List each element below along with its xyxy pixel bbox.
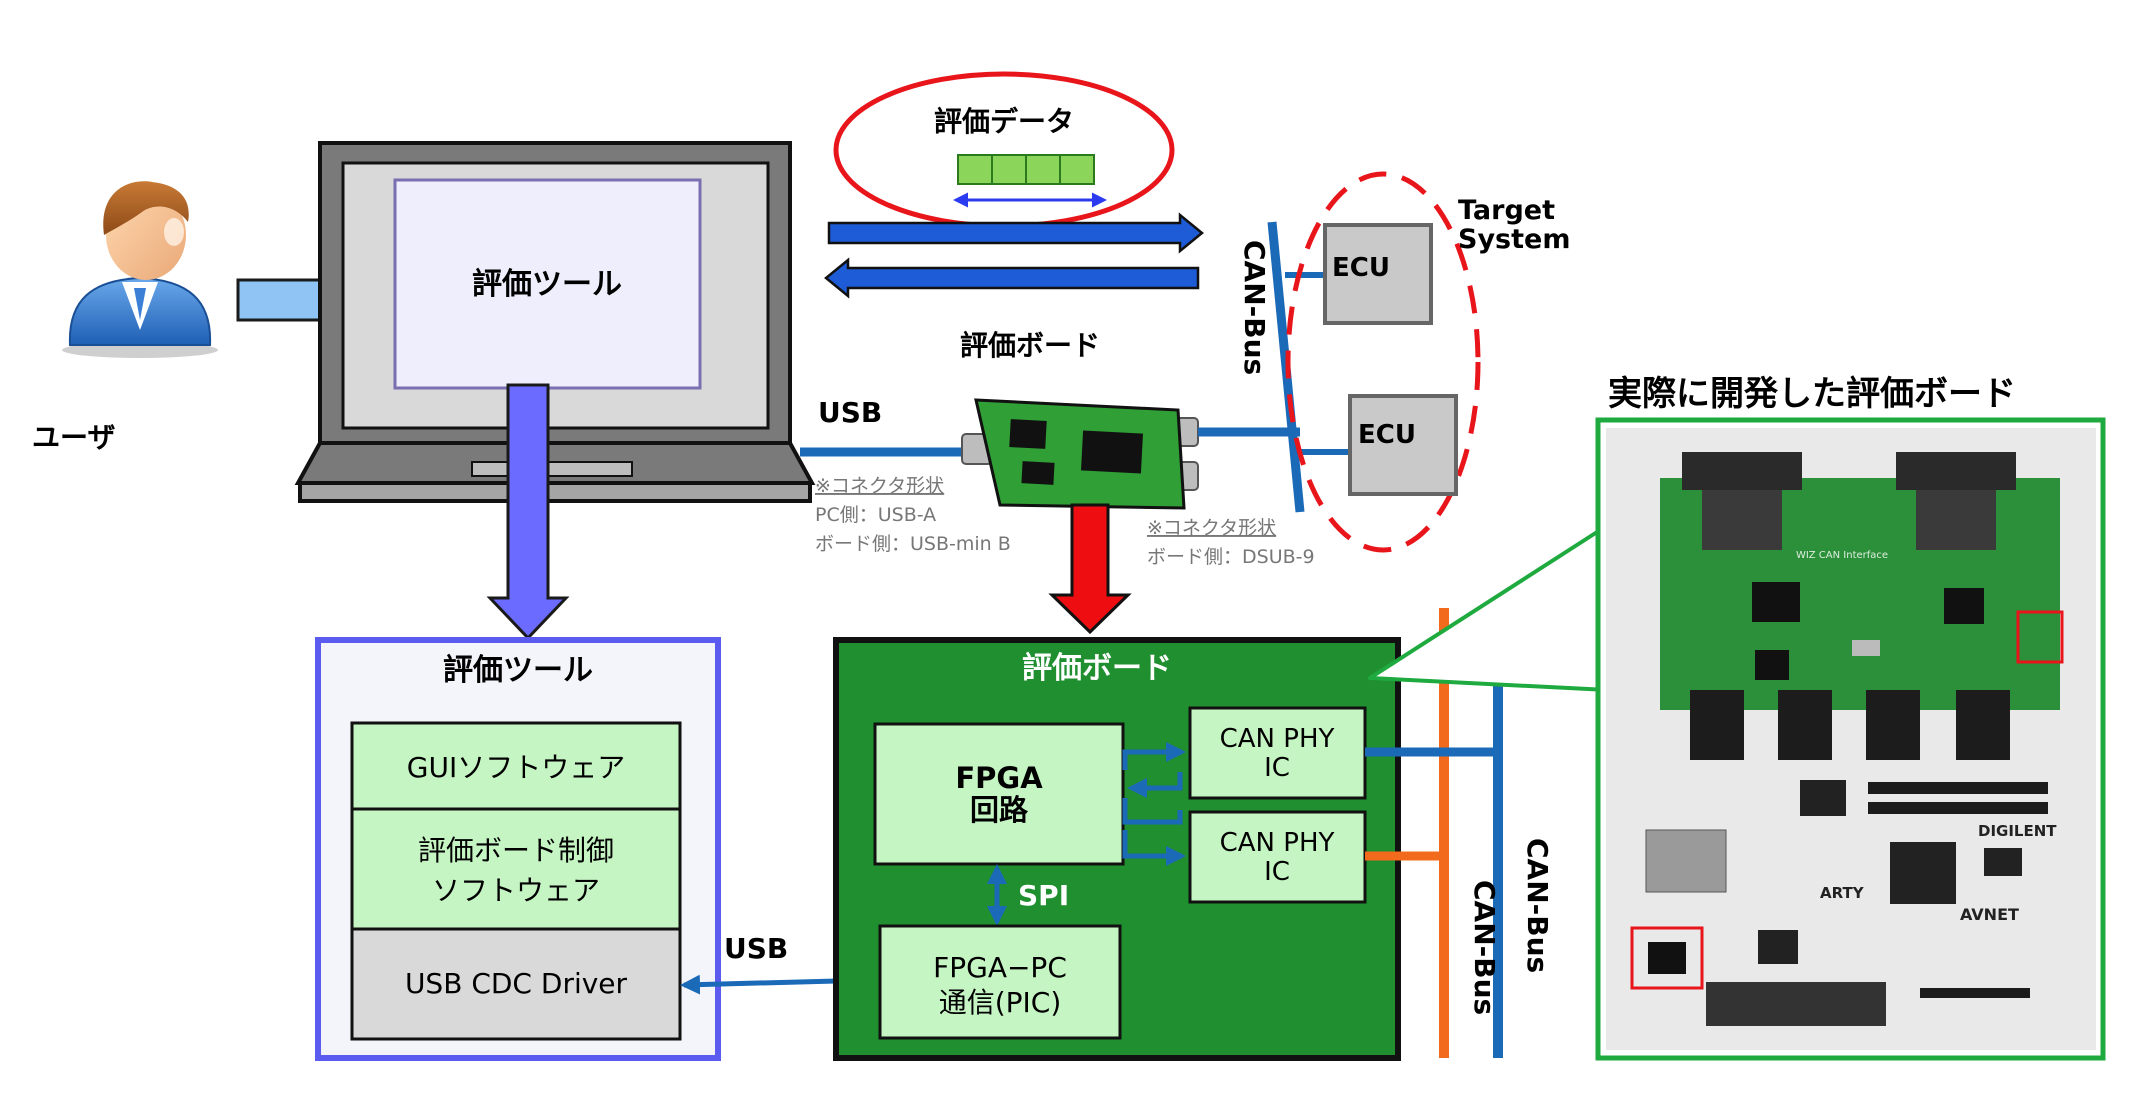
- usb-top-label: USB: [818, 396, 882, 429]
- pc-connector-note-title: ※コネクタ形状: [815, 475, 944, 497]
- can-phy-2-line1: CAN PHY: [1220, 828, 1335, 858]
- can-phy-1-line1: CAN PHY: [1220, 724, 1335, 754]
- data-flow-left-arrow: [824, 257, 1200, 299]
- board-down-arrow: [1048, 503, 1132, 635]
- fpga-block-line2: 回路: [970, 793, 1029, 827]
- eval-data-label: 評価データ: [934, 105, 1074, 138]
- photo-highlight-usb: [1630, 926, 1704, 990]
- data-flow-right-arrow: [827, 212, 1204, 254]
- fpga-pc-line2: 通信(PIC): [939, 986, 1062, 1019]
- target-system-line2: System: [1458, 224, 1570, 255]
- photo-brand-arty: ARTY: [1820, 884, 1865, 902]
- photo-title: 実際に開発した評価ボード: [1608, 374, 2016, 414]
- tool-layer-driver: [350, 927, 682, 1041]
- tool-layer-control-line2: ソフトウェア: [432, 874, 600, 907]
- fpga-pc-line1: FPGA−PC: [933, 951, 1067, 984]
- tool-layer-control-line1: 評価ボード制御: [418, 834, 614, 867]
- can-bus-bottom-label-2: CAN-Bus: [1521, 838, 1554, 973]
- photo-callout: [1368, 523, 1610, 692]
- tool-down-arrow: [486, 383, 570, 641]
- board-connector-note-line1: ボード側：DSUB-9: [1147, 546, 1315, 568]
- can-bus-bottom-label-1: CAN-Bus: [1468, 880, 1501, 1015]
- laptop-screen-window: [393, 178, 702, 390]
- photo-highlight-connector: [2016, 610, 2064, 664]
- fpga-block: [873, 722, 1125, 866]
- photo-brand-avnet: AVNET: [1960, 905, 2019, 924]
- user-label: ユーザ: [32, 421, 115, 454]
- can-phy-1-line2: IC: [1264, 753, 1290, 783]
- fpga-block-line1: FPGA: [955, 761, 1043, 795]
- target-system-highlight: [1285, 171, 1481, 553]
- top-board-label: 評価ボード: [960, 329, 1100, 362]
- tool-layer-control: [350, 807, 682, 931]
- ecu-box-1: [1323, 223, 1433, 325]
- user-icon: [62, 181, 218, 358]
- photo-brand-digilent: DIGILENT: [1978, 822, 2057, 840]
- tool-layer-gui-label: GUIソフトウェア: [407, 751, 625, 784]
- tool-panel-title: 評価ツール: [443, 653, 593, 688]
- can-phy-block-2: [1188, 810, 1367, 904]
- fpga-pc-block: [878, 924, 1122, 1040]
- pc-connector-note-line2: ボード側：USB-min B: [815, 533, 1011, 555]
- board-connector-note-title: ※コネクタ形状: [1147, 517, 1276, 539]
- target-system-line1: Target: [1458, 195, 1555, 226]
- tool-layer-gui: [350, 721, 682, 811]
- board-photo: WIZ CAN Interface DIGILENT ARTY AVNET: [1606, 428, 2096, 1050]
- evaluation-board-icon: [974, 398, 1186, 510]
- can-phy-block-1: [1188, 706, 1367, 800]
- eval-data-highlight: [833, 71, 1175, 229]
- spi-label: SPI: [1018, 879, 1069, 912]
- photo-silk-text: WIZ CAN Interface: [1796, 550, 1888, 561]
- board-panel-title: 評価ボード: [1022, 651, 1172, 686]
- tool-layer-driver-label: USB CDC Driver: [405, 967, 628, 1000]
- eval-data-cells: [957, 154, 1095, 185]
- can-phy-2-line2: IC: [1264, 857, 1290, 887]
- pc-connector-note-line1: PC側：USB-A: [815, 504, 936, 526]
- ecu-label-2: ECU: [1358, 420, 1416, 450]
- usb-link-label: USB: [724, 932, 788, 965]
- ecu-box-2: [1348, 394, 1458, 496]
- can-bus-top-label: CAN-Bus: [1238, 240, 1271, 375]
- laptop-screen-label: 評価ツール: [472, 267, 622, 302]
- ecu-label-1: ECU: [1332, 253, 1390, 283]
- fpga-can-phy-arrows: [1122, 742, 1186, 866]
